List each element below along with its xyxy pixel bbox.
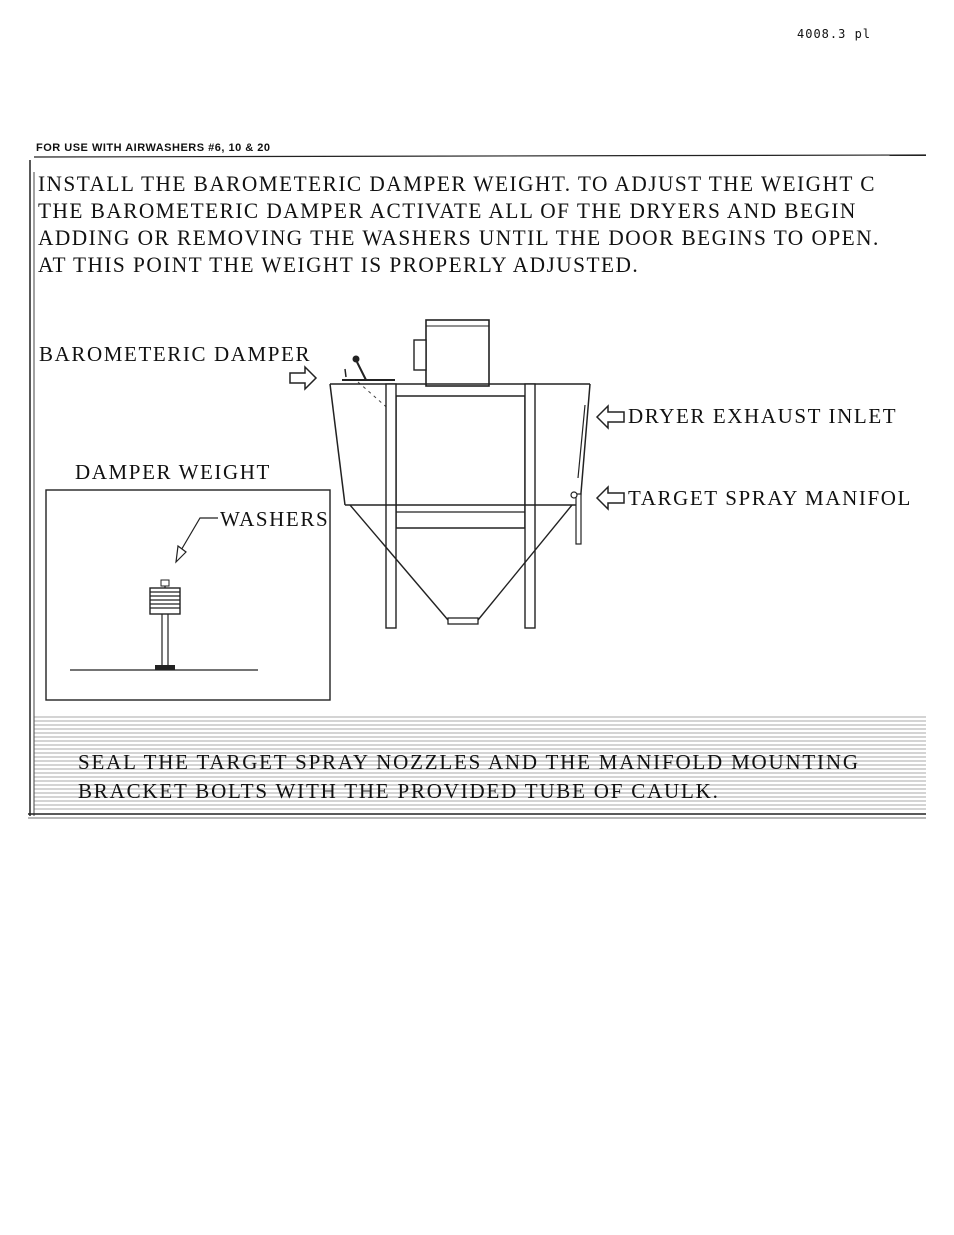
instruction-line: INSTALL THE BAROMETERIC DAMPER WEIGHT. T…: [38, 171, 876, 196]
damper-weight-label: DAMPER WEIGHT: [75, 460, 271, 484]
instruction-line: AT THIS POINT THE WEIGHT IS PROPERLY ADJ…: [38, 252, 640, 277]
instruction-line: THE BAROMETERIC DAMPER ACTIVATE ALL OF T…: [38, 198, 857, 223]
target-spray-manifold-label: TARGET SPRAY MANIFOL: [628, 486, 912, 510]
instruction-line: ADDING OR REMOVING THE WASHERS UNTIL THE…: [38, 225, 880, 250]
dryer-exhaust-inlet-label: DRYER EXHAUST INLET: [628, 404, 898, 428]
barometeric-damper-label: BAROMETERIC DAMPER: [39, 342, 312, 366]
seal-note: SEAL THE TARGET SPRAY NOZZLES AND THE MA…: [78, 748, 860, 806]
seal-note-line: SEAL THE TARGET SPRAY NOZZLES AND THE MA…: [78, 750, 860, 774]
washers-label: WASHERS: [220, 507, 330, 531]
usage-note: FOR USE WITH AIRWASHERS #6, 10 & 20: [36, 142, 271, 154]
page-id: 4008.3 pl: [797, 27, 872, 41]
seal-note-line: BRACKET BOLTS WITH THE PROVIDED TUBE OF …: [78, 779, 720, 803]
installation-instructions: INSTALL THE BAROMETERIC DAMPER WEIGHT. T…: [38, 170, 906, 278]
hatched-band: [34, 716, 926, 810]
